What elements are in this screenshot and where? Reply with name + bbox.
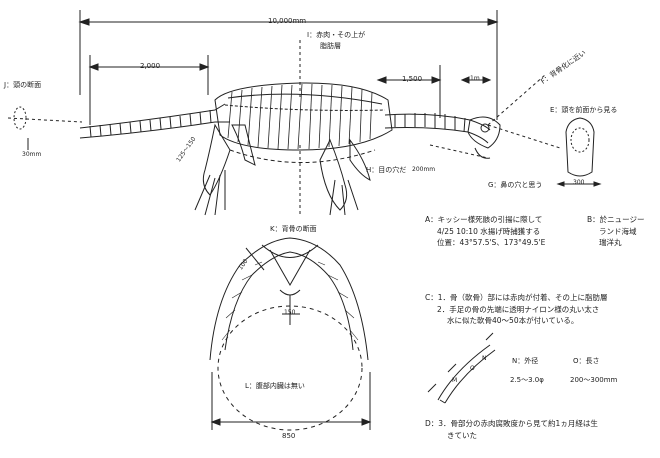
- note-b-line3: 瑞洋丸: [599, 238, 622, 248]
- label-k: K：背骨の断面: [270, 225, 317, 233]
- note-a: A：キッシー様死骸の引揚に際して 4/25 10:10 水揚げ時捕獲する 位置：…: [425, 214, 545, 249]
- fin-marker-m: M: [452, 377, 458, 384]
- spine: [79, 103, 491, 144]
- fin-marker-n: N: [482, 355, 487, 362]
- total-length-dimension: [78, 10, 499, 120]
- label-l: L：腹部内臓は無い: [245, 382, 305, 390]
- note-b-line2: ランド海域: [599, 226, 637, 236]
- legend-n: N：外径: [512, 357, 539, 365]
- label-h: H：目の穴だ: [366, 166, 407, 174]
- hindlimb-width-label: 200mm: [412, 166, 436, 173]
- note-b: B：於ニュージー ランド海域 瑞洋丸: [587, 214, 645, 249]
- head-front-view: [556, 117, 602, 187]
- fin-filament: [427, 332, 496, 404]
- label-g: G：鼻の穴と思う: [488, 181, 543, 189]
- neck-width-label: 30mm: [22, 151, 42, 158]
- note-d-line1: D：3．骨部分の赤肉腐敗度から見て約1ヵ月経は生: [425, 419, 598, 428]
- legend-n-value: 2.5～3.0φ: [510, 376, 544, 384]
- guide-lines: [299, 40, 561, 215]
- note-d-line2: きていた: [447, 430, 477, 440]
- head-cross-section: [7, 106, 83, 150]
- fin-marker-o: O: [470, 365, 475, 372]
- ribcage-body: [214, 82, 393, 163]
- tail-tip-label: 1m: [470, 75, 480, 82]
- hind-length-dimension: [376, 65, 492, 118]
- hind-length-label: 1,500: [402, 75, 423, 83]
- label-j: J：頭の断面: [4, 81, 42, 89]
- legend-o-value: 200～300mm: [570, 376, 618, 384]
- neck-length-label: 2,000: [140, 62, 161, 70]
- head: [467, 116, 501, 159]
- skull-base-label: 850: [282, 432, 296, 440]
- note-a-line2: 4/25 10:10 水揚げ時捕獲する: [437, 226, 541, 236]
- note-a-line3: 位置：43°57.5'S、173°49.5'E: [437, 238, 546, 248]
- neck-length-dimension: [88, 55, 210, 125]
- note-a-line1: A：キッシー様死骸の引揚に際して: [425, 215, 543, 224]
- label-e: E：頭を前面から見る: [550, 106, 618, 114]
- total-length-label: 10,000mm: [268, 17, 307, 25]
- note-c-line3: 水に似た軟骨40〜50本が付いている。: [447, 316, 579, 326]
- hindlimb: [319, 138, 371, 216]
- label-i-top: I：赤肉・その上が: [307, 31, 366, 39]
- label-i-bottom: 脂肪層: [320, 42, 341, 50]
- note-b-line1: B：於ニュージー: [587, 215, 645, 224]
- note-c: C：1．骨（軟骨）部には赤肉が付着、その上に脂肪層 2．手足の骨の先端に透明ナイ…: [425, 292, 608, 327]
- note-c-line1: C：1．骨（軟骨）部には赤肉が付着、その上に脂肪層: [425, 293, 608, 302]
- note-c-line2: 2．手足の骨の先端に透明ナイロン様の丸い太さ: [437, 304, 600, 314]
- legend-o: O：長さ: [573, 357, 600, 365]
- vertebra-cross-section: [209, 237, 372, 431]
- vertebra-width-label: 300: [573, 179, 585, 186]
- forelimb: [194, 123, 256, 216]
- note-d: D：3．骨部分の赤肉腐敗度から見て約1ヵ月経は生 きていた: [425, 418, 598, 441]
- skull-depth-label: 150: [284, 309, 296, 316]
